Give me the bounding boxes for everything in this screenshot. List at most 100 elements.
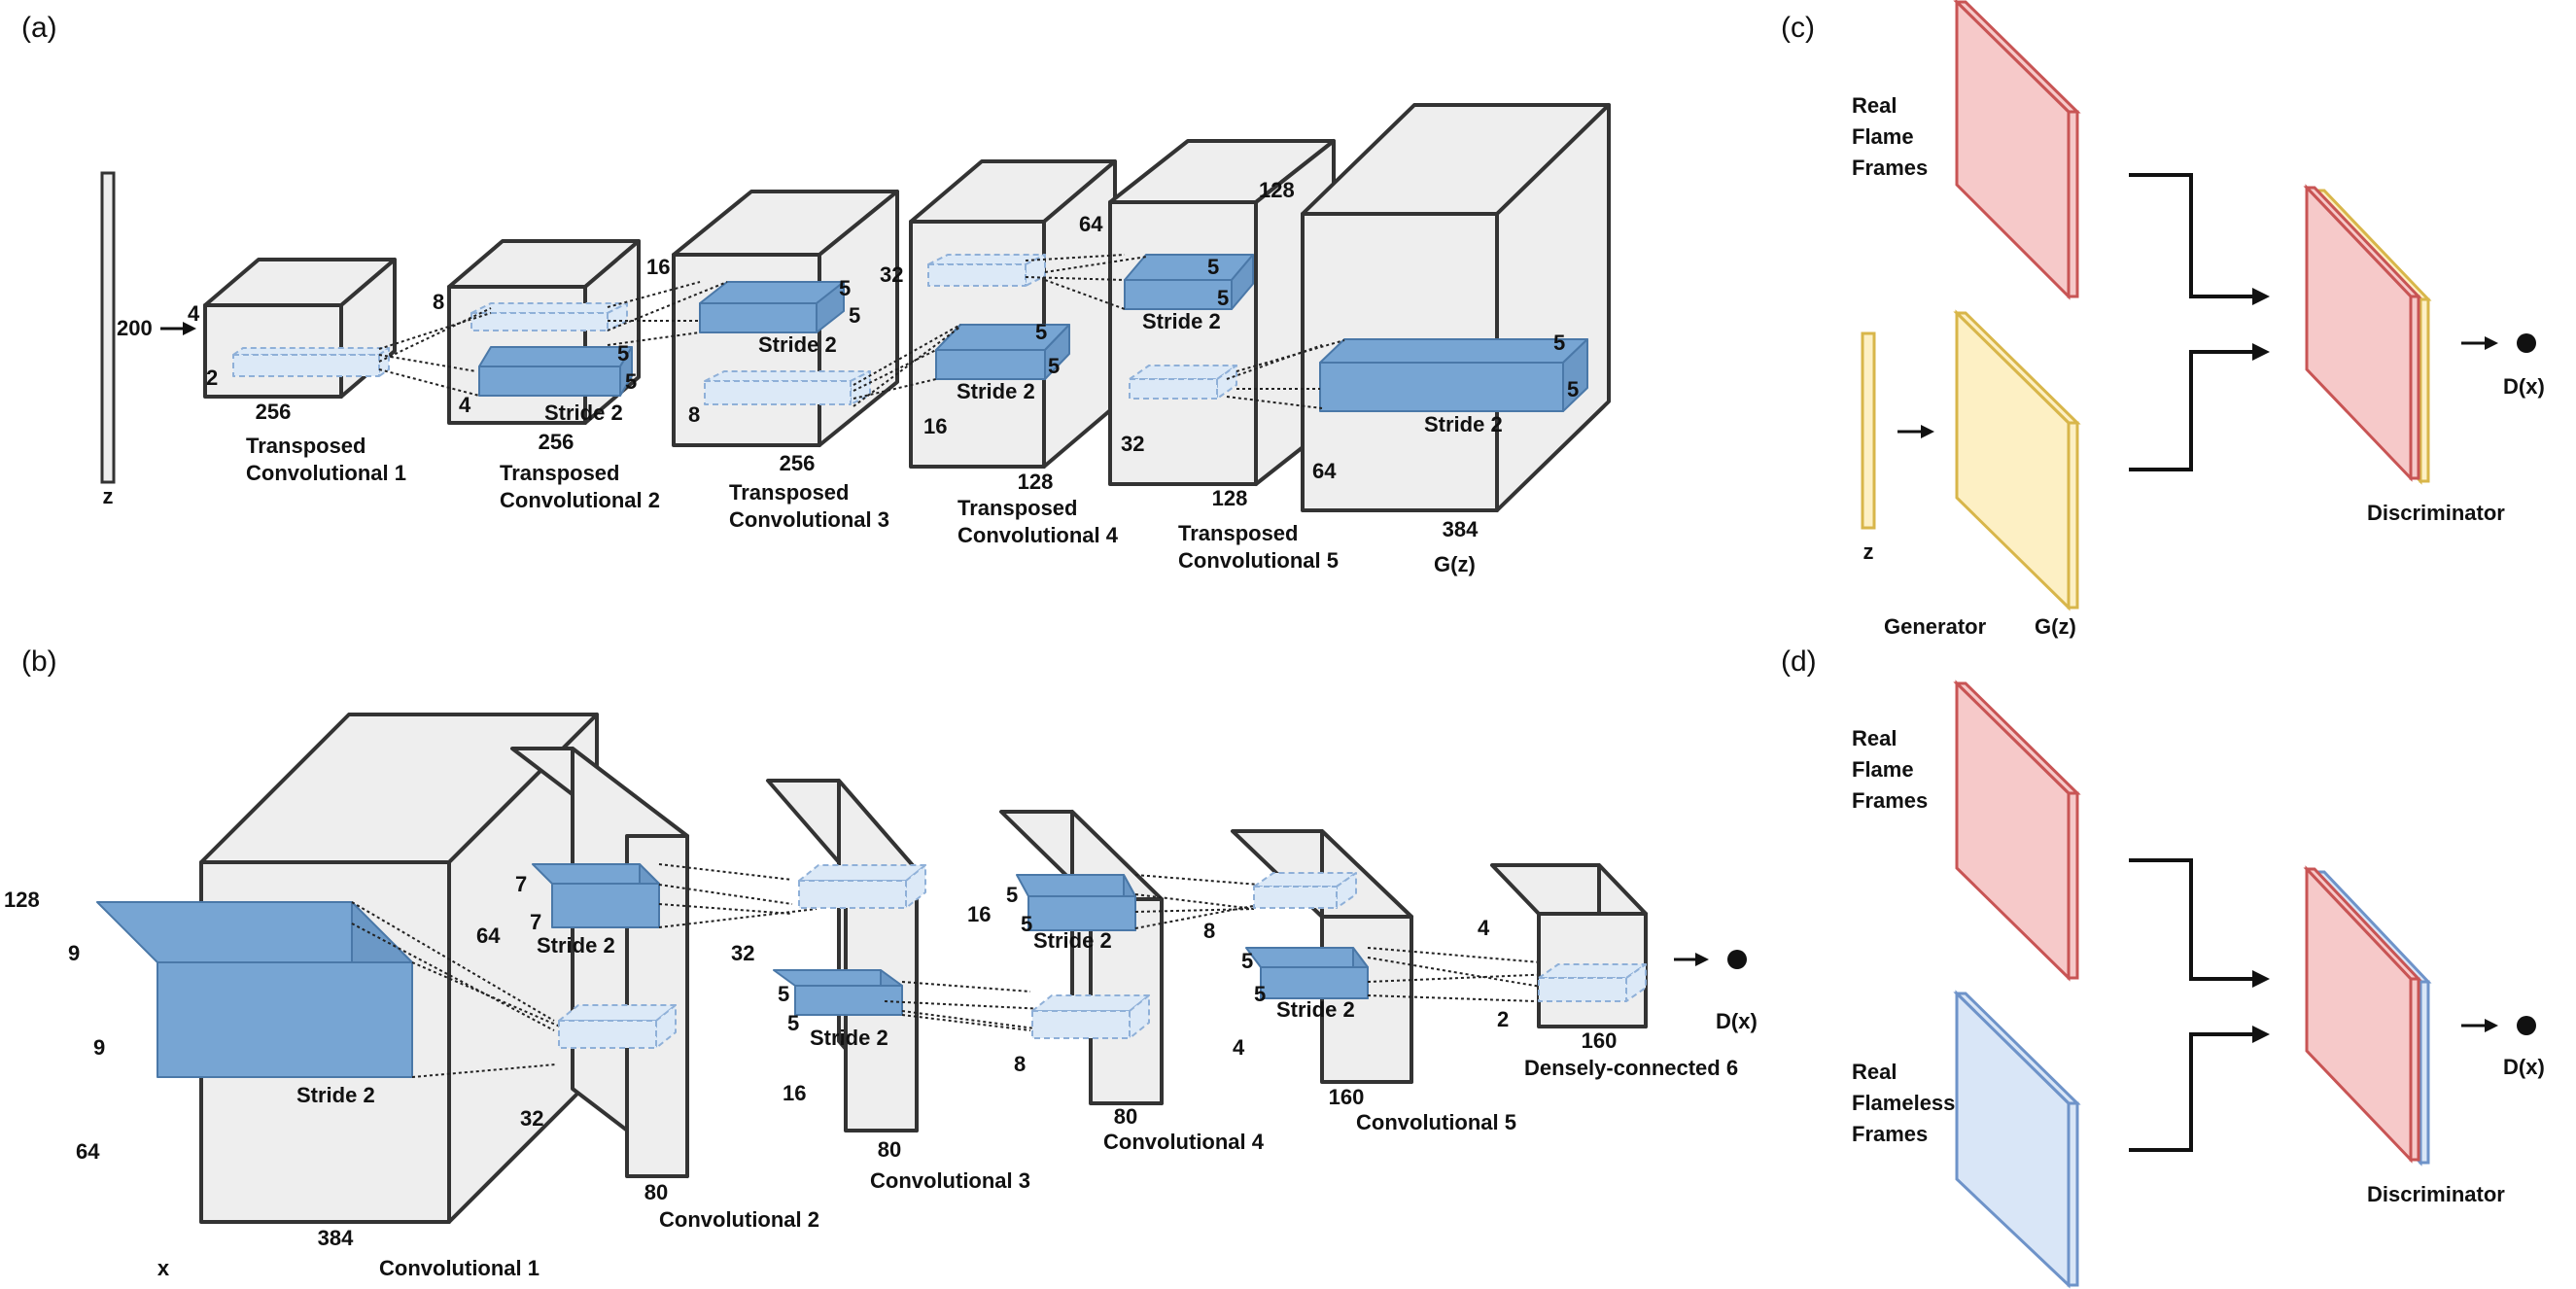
tconv2-k5b: 5	[625, 369, 637, 394]
c-real-arrow	[2129, 173, 2270, 305]
conv4-kernel-ghost	[1031, 994, 1150, 1039]
projection-line	[658, 863, 793, 881]
gz-k5a: 5	[1553, 331, 1565, 355]
conv1-kernel	[96, 901, 413, 1078]
conv1-k9a: 9	[68, 941, 80, 965]
conv5-depth-8: 8	[1203, 919, 1215, 943]
latent-z-label: z	[103, 484, 114, 508]
real-flameless-plate	[1953, 990, 2081, 1289]
tconv3-title-2: Convolutional 3	[729, 507, 889, 532]
projection-line	[658, 884, 793, 905]
conv4-depth-16: 16	[967, 902, 991, 926]
d-less-1: Real	[1852, 1060, 1897, 1084]
c-real-3: Frames	[1852, 156, 1928, 180]
conv5-kernel	[1245, 947, 1369, 999]
tconv5-k5b: 5	[1217, 286, 1229, 310]
d-flameless-arrow	[2129, 1026, 2270, 1152]
tconv4-kernel	[935, 324, 1070, 380]
conv3-stride: Stride 2	[810, 1026, 888, 1050]
dense6-block	[1490, 863, 1648, 1028]
projection-line	[1134, 908, 1255, 913]
tconv2-depth-4: 4	[459, 393, 471, 417]
tconv2-kernel-ghost	[470, 302, 628, 331]
d-less-2: Flameless	[1852, 1091, 1955, 1115]
conv2-width-80: 80	[644, 1180, 668, 1204]
c-latent-z: z	[1863, 540, 1874, 564]
projection-line	[1044, 279, 1126, 310]
conv3-k5a: 5	[778, 982, 789, 1006]
projection-line	[901, 1010, 1051, 1031]
tconv2-title-1: Transposed	[500, 461, 619, 485]
tconv4-title-2: Convolutional 4	[957, 523, 1119, 547]
dense-output-label: D(x)	[1716, 1009, 1758, 1033]
tconv4-width-128: 128	[1018, 470, 1054, 494]
tconv3-depth-8: 8	[688, 402, 700, 427]
tconv3-block	[672, 190, 899, 447]
gz-label: G(z)	[1434, 552, 1476, 576]
tconv2-kernel	[478, 346, 633, 397]
panel-label-a: (a)	[21, 12, 57, 44]
c-generator-label: Generator	[1884, 614, 1987, 639]
conv1-title: Convolutional 1	[379, 1256, 540, 1280]
c-dx-label: D(x)	[2503, 374, 2545, 399]
real-flame-plate-d	[1953, 679, 2081, 982]
conv5-kernel-ghost	[1253, 872, 1357, 909]
conv3-depth-32: 32	[731, 941, 754, 965]
conv2-stride: Stride 2	[537, 933, 615, 958]
dense6-depth-2: 2	[1497, 1007, 1509, 1031]
d-disc-plate-red	[2303, 865, 2422, 1164]
projection-line	[1134, 893, 1255, 910]
tconv3-depth-16: 16	[646, 255, 670, 279]
diagram-shapes	[96, 0, 2536, 1289]
projection-line	[607, 281, 701, 308]
projection-line	[853, 349, 937, 392]
conv2-depth-64: 64	[476, 923, 501, 948]
tconv2-stride: Stride 2	[544, 401, 623, 425]
d-dx-label: D(x)	[2503, 1055, 2545, 1079]
conv2-k7b: 7	[530, 910, 541, 934]
tconv1-depth-4: 4	[188, 301, 200, 326]
projection-line	[1367, 994, 1537, 1002]
conv2-kernel	[532, 863, 660, 928]
conv4-stride: Stride 2	[1033, 928, 1112, 953]
tconv1-title-2: Convolutional 1	[246, 461, 406, 485]
tconv2-k5a: 5	[617, 341, 629, 366]
tconv3-width-256: 256	[780, 451, 816, 475]
conv3-k5b: 5	[787, 1011, 799, 1035]
conv2-k7a: 7	[515, 872, 527, 896]
tconv2-title-2: Convolutional 2	[500, 488, 660, 512]
tconv5-depth-32: 32	[1121, 432, 1144, 456]
c-latent-z-bar	[1861, 331, 1876, 530]
conv2-block	[510, 747, 689, 1178]
tconv4-kernel-ghost	[927, 254, 1046, 287]
c-real-1: Real	[1852, 93, 1897, 118]
tconv3-title-1: Transposed	[729, 480, 849, 505]
tconv5-k5a: 5	[1207, 255, 1219, 279]
projection-line	[411, 961, 574, 1033]
projection-line	[853, 326, 961, 407]
d-real-3: Frames	[1852, 788, 1928, 813]
c-discriminator-label: Discriminator	[2367, 501, 2505, 525]
conv4-title: Convolutional 4	[1103, 1130, 1265, 1154]
conv5-k5a: 5	[1241, 949, 1253, 973]
d-output-dot	[2517, 1016, 2536, 1035]
projection-line	[378, 354, 477, 372]
conv5-title: Convolutional 5	[1356, 1110, 1516, 1134]
conv4-width-80: 80	[1114, 1104, 1137, 1129]
conv2-title: Convolutional 2	[659, 1207, 819, 1232]
d-discriminator-label: Discriminator	[2367, 1182, 2505, 1206]
projection-line	[1236, 339, 1345, 372]
conv5-k5b: 5	[1254, 982, 1266, 1006]
projection-line	[1367, 957, 1542, 988]
projection-line	[658, 903, 793, 915]
gz-k5b: 5	[1567, 377, 1579, 401]
tconv5-width-128: 128	[1212, 486, 1248, 510]
conv4-depth-8: 8	[1014, 1052, 1026, 1076]
projection-line	[607, 281, 728, 331]
conv1-depth-128: 128	[4, 888, 40, 912]
projection-line	[1134, 901, 1274, 929]
conv3-title: Convolutional 3	[870, 1168, 1030, 1193]
tconv3-kernel	[699, 281, 845, 333]
